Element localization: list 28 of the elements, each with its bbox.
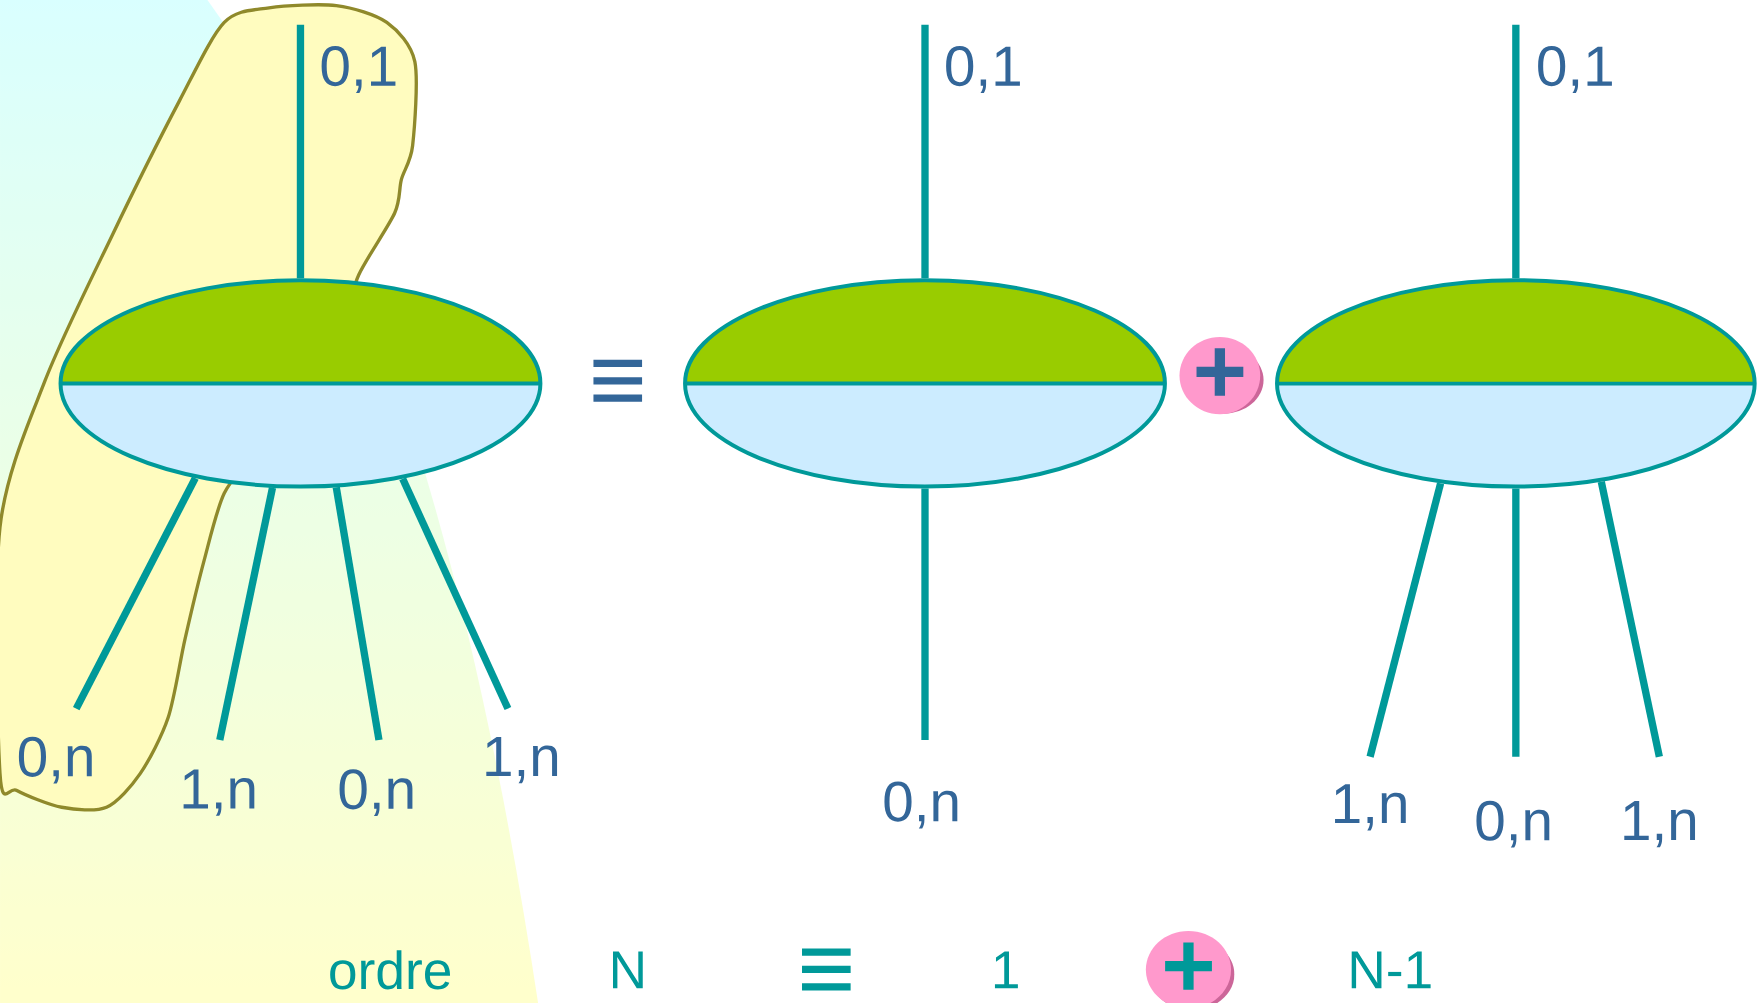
equation-symbol: ≡ xyxy=(802,948,851,991)
split-ellipse xyxy=(58,278,543,489)
cardinality-label: 0,n xyxy=(339,769,413,816)
split-ellipse xyxy=(683,278,1167,489)
cardinality-label: 0,1 xyxy=(946,45,1020,93)
plus-badge: + xyxy=(1179,336,1264,415)
cardinality-label: 0,n xyxy=(1476,800,1550,848)
leg-line xyxy=(1366,482,1445,758)
caption-word: ordre xyxy=(330,950,451,990)
leg-line xyxy=(332,486,383,741)
cardinality-label: 1,n xyxy=(486,736,558,784)
leg-line xyxy=(73,476,199,711)
cardinality-label: 0,1 xyxy=(321,45,396,93)
leg-line xyxy=(399,477,512,710)
equation-symbol: ≡ xyxy=(593,359,643,402)
leg-line xyxy=(1597,480,1663,758)
cardinality-label: 0,1 xyxy=(1538,45,1612,93)
cardinality-label: 1,n xyxy=(1624,800,1696,847)
cardinality-label: 1,n xyxy=(1335,783,1406,831)
leg-line xyxy=(216,486,277,741)
cardinality-label: 0,n xyxy=(884,781,958,829)
split-ellipse xyxy=(1275,278,1757,489)
cardinality-label: 1,n xyxy=(183,769,255,816)
plus-badge: + xyxy=(1145,930,1235,1003)
caption-word: 1 xyxy=(994,951,1018,988)
caption-word: N-1 xyxy=(1351,951,1431,988)
cardinality-label: 0,n xyxy=(18,736,92,784)
caption-word: N xyxy=(613,951,643,988)
